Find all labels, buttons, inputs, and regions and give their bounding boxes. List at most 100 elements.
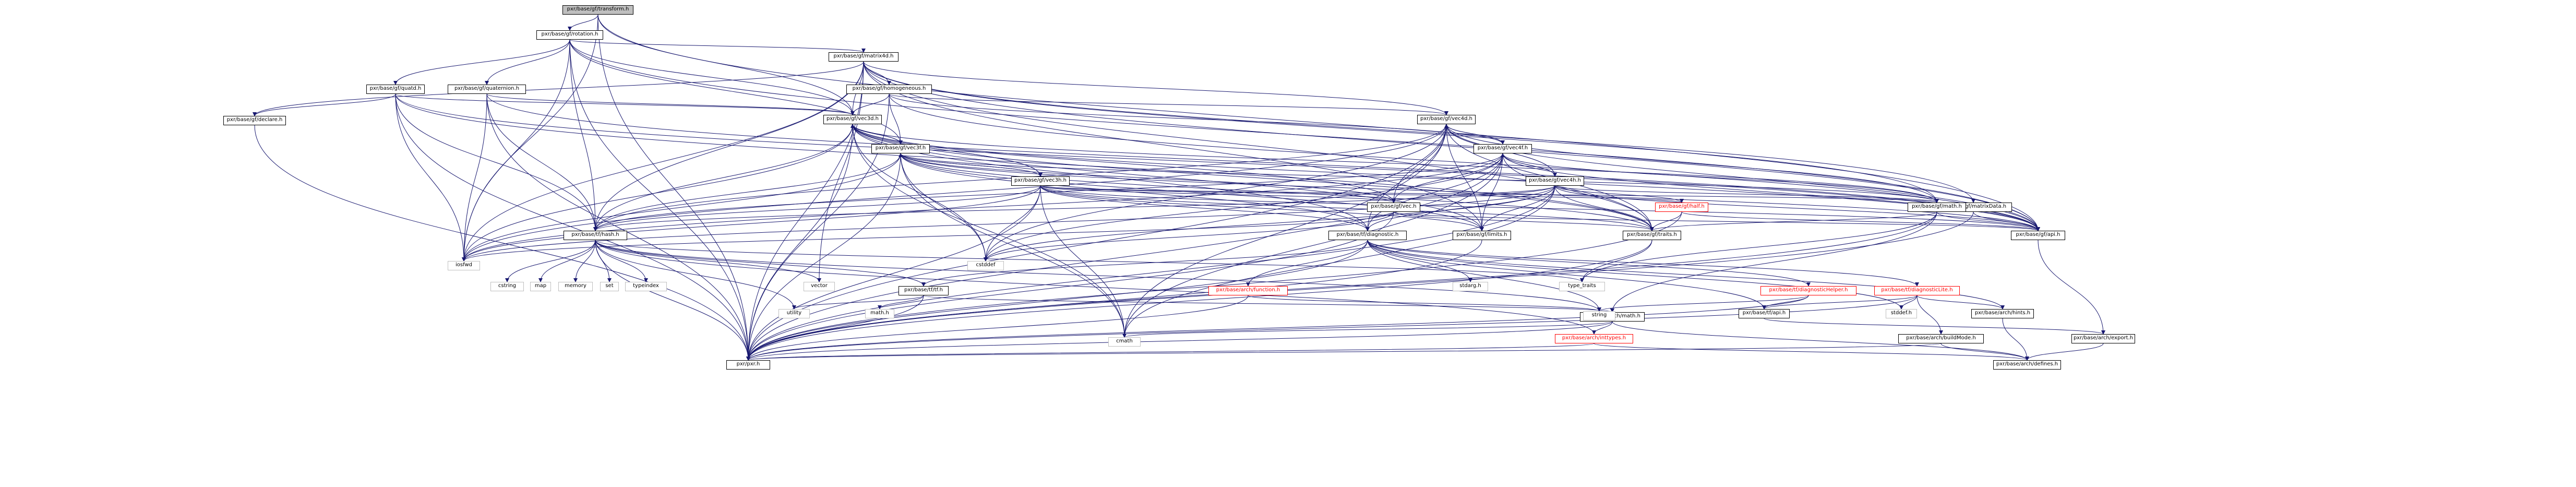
graph-node-vec4f[interactable]: pxr/base/gf/vec4f.h [1473,144,1532,153]
graph-node-diagnosticLite[interactable]: pxr/base/tf/diagnosticLite.h [1874,286,1960,295]
edge-hash-to-set [595,240,612,282]
edge-matrix4d-to-traits [863,61,1654,231]
edge-vec4d-to-math [1446,124,1939,203]
graph-node-quatd[interactable]: pxr/base/gf/quatd.h [366,85,425,94]
edge-gfapi-to-archexport [2038,240,2105,335]
graph-node-half[interactable]: pxr/base/gf/half.h [1655,203,1708,212]
edge-declare-to-pxr [254,125,750,361]
edge-diagnostic-to-pxr [746,240,1368,361]
graph-node-math[interactable]: pxr/base/gf/math.h [1908,203,1966,212]
edge-quaternion-to-hash [486,93,597,231]
edge-hash-to-cstring [505,240,596,282]
edge-vec3f-to-cstddef [900,153,988,262]
graph-node-diagnostic[interactable]: pxr/base/tf/diagnostic.h [1328,231,1407,240]
graph-node-typeindex: typeindex [625,282,667,291]
graph-node-vec3h[interactable]: pxr/base/gf/vec3h.h [1011,176,1070,186]
graph-node-vec3f[interactable]: pxr/base/gf/vec3f.h [871,144,930,153]
edge-vec4h-to-math [1554,185,1939,203]
graph-node-diagnosticHelper[interactable]: pxr/base/tf/diagnosticHelper.h [1760,286,1856,295]
edge-vec4h-to-iosfwd [462,185,1555,262]
edge-vec4h-to-vech [1392,185,1555,203]
edge-traits-to-pxr [746,240,1652,361]
edge-vec3f-to-hash [593,153,901,231]
edge-hash-to-inttypes [595,240,1596,335]
graph-node-vec3d[interactable]: pxr/base/gf/vec3d.h [823,115,882,124]
edge-matrix4d-to-matrixData [863,61,1975,203]
graph-node-mathh: math.h [865,309,894,318]
graph-node-rotation[interactable]: pxr/base/gf/rotation.h [536,30,603,40]
graph-node-matrix4d[interactable]: pxr/base/gf/matrix4d.h [829,52,898,62]
edge-vec3h-to-vech [1040,185,1396,203]
edge-vec4f-to-limits [1480,153,1503,231]
edge-hints-to-defines [2002,318,2029,361]
edge-vec3f-to-limits [900,153,1484,231]
graph-node-buildMode[interactable]: pxr/base/arch/buildMode.h [1898,334,1984,343]
edge-diagnosticLite-to-hints [1916,295,2005,310]
edge-rotation-to-pxr [569,39,750,361]
edge-function-to-string [1248,295,1601,312]
edge-matrix4d-to-declare [253,61,864,116]
graph-node-traits[interactable]: pxr/base/gf/traits.h [1623,231,1681,240]
edge-vec3d-to-math [852,124,1939,203]
graph-node-transform[interactable]: pxr/base/gf/transform.h [562,5,633,15]
edge-vec3h-to-vec3f [898,153,1041,177]
graph-node-stddef: stddef.h [1886,309,1917,318]
edge-archmath-to-defines [1612,321,2029,361]
graph-node-quaternion[interactable]: pxr/base/gf/quaternion.h [448,85,526,94]
edge-hash-to-typeindex [595,240,648,282]
graph-node-hash[interactable]: pxr/base/tf/hash.h [564,231,627,240]
graph-node-vech[interactable]: pxr/base/gf/vec.h [1367,203,1420,212]
edge-buildMode-to-defines [1940,343,2029,361]
graph-node-pxr[interactable]: pxr/pxr.h [726,360,770,370]
edge-half-to-gfapi [1681,211,2040,231]
edge-rotation-to-hash [569,39,597,231]
edge-inttypes-to-defines [1593,343,2029,361]
edge-quatd-to-pxr [395,93,750,361]
edge-matrix4d-to-iosfwd [462,61,864,262]
edge-vec4h-to-half [1554,185,1684,203]
edge-vec3d-to-iosfwd [462,124,853,262]
graph-node-tfapi[interactable]: pxr/base/tf/api.h [1739,309,1790,318]
edge-quaternion-to-iosfwd [462,93,487,262]
edge-vec4h-to-traits [1554,185,1654,231]
edge-quatd-to-declare [253,93,396,116]
edge-quatd-to-traits [395,93,1654,231]
edge-rotation-to-quatd [393,39,570,85]
edge-tf-to-utility [792,295,924,310]
edge-tfapi-to-archexport [1764,318,2105,335]
edge-tf-to-archmath [923,295,1614,313]
graph-node-type_traits: type_traits [1559,282,1605,291]
edge-transform-to-vec3d [597,14,855,115]
edge-diagnostic-to-hints [1367,240,2005,310]
edge-vec3d-to-pxr [746,124,853,361]
graph-node-tf[interactable]: pxr/base/tf/tf.h [898,286,949,295]
edge-diagnostic-to-tf [921,240,1368,287]
graph-node-inttypes[interactable]: pxr/base/arch/inttypes.h [1555,334,1633,343]
edge-archmath-to-cmath [1122,321,1613,338]
graph-node-vec4d[interactable]: pxr/base/gf/vec4d.h [1417,115,1476,124]
edge-diagnostic-to-stddef [1367,240,1903,310]
edge-vec3h-to-pxr [746,185,1041,361]
graph-node-function[interactable]: pxr/base/arch/function.h [1208,286,1288,295]
graph-node-defines[interactable]: pxr/base/arch/defines.h [1993,360,2061,370]
edge-matrix4d-to-vector [817,61,864,282]
edge-vec4h-to-limits [1480,185,1555,231]
graph-node-set: set [600,282,619,291]
graph-node-vec4h[interactable]: pxr/base/gf/vec4h.h [1526,176,1584,186]
graph-node-hints[interactable]: pxr/base/arch/hints.h [1971,309,2034,318]
graph-node-declare[interactable]: pxr/base/gf/declare.h [223,116,286,125]
graph-node-archexport[interactable]: pxr/base/arch/export.h [2071,334,2135,343]
edge-diagnosticLite-to-tfapi [1762,295,1918,310]
edge-rotation-to-quaternion [485,39,570,85]
edge-matrix4d-to-gfapi [863,61,2040,231]
graph-node-gfapi[interactable]: pxr/base/gf/api.h [2011,231,2065,240]
edge-transform-to-rotation [568,14,598,31]
edge-vec4h-to-cmath [1122,185,1555,338]
edge-math-to-archmath [1610,211,1937,313]
edge-vec3h-to-iosfwd [462,185,1041,262]
edge-vec4f-to-math [1502,153,1939,203]
graph-node-limits[interactable]: pxr/base/gf/limits.h [1453,231,1511,240]
graph-node-homogeneous[interactable]: pxr/base/gf/homogeneous.h [846,85,932,94]
edge-vec3h-to-vec3d [850,124,1041,177]
